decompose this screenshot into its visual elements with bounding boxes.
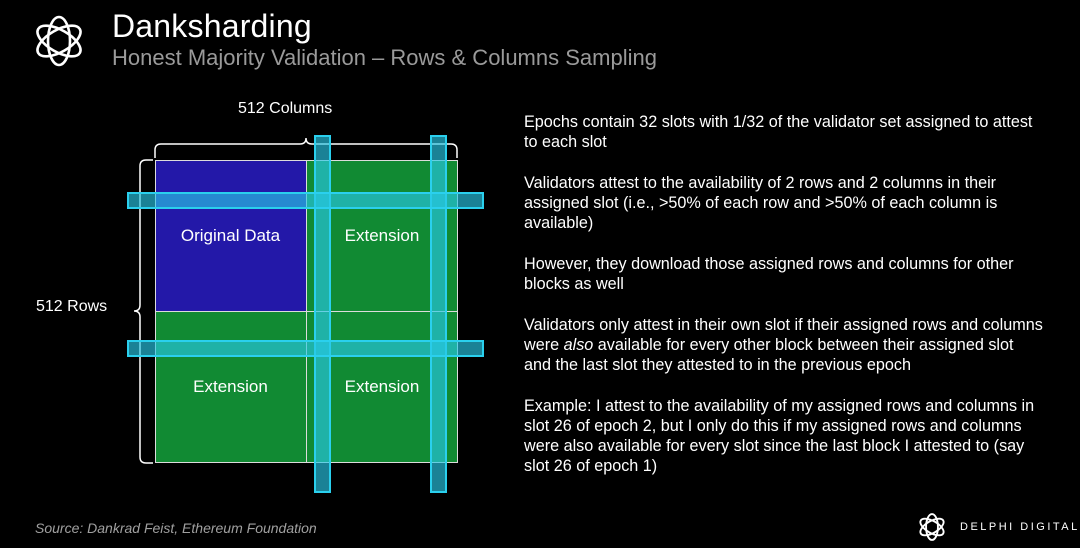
paragraph-epochs: Epochs contain 32 slots with 1/32 of the… <box>524 113 1033 151</box>
paragraph-own-slot-part1: Validators only attest in their own slot… <box>524 316 1043 354</box>
paragraph-attest-rows-columns: Validators attest to the availability of… <box>524 174 998 232</box>
delphi-footer-logo-icon <box>919 513 945 541</box>
page-subtitle: Honest Majority Validation – Rows & Colu… <box>112 45 657 70</box>
paragraph-own-slot-emphasis: also <box>563 336 594 354</box>
sampled-row-1 <box>127 192 484 209</box>
columns-label: 512 Columns <box>238 100 333 117</box>
rows-brace <box>133 159 153 464</box>
brand-name: DELPHI DIGITAL <box>960 521 1080 533</box>
sampled-row-2 <box>127 340 484 357</box>
delphi-logo-icon <box>36 15 82 67</box>
sampled-column-2 <box>430 135 447 493</box>
rows-label: 512 Rows <box>36 298 108 315</box>
dimension-braces <box>133 137 458 464</box>
paragraph-own-slot: Validators only attest in their own slot… <box>524 315 1044 375</box>
columns-brace <box>154 137 458 158</box>
paragraph-example: Example: I attest to the availability of… <box>524 397 1035 475</box>
sampled-column-1 <box>314 135 331 493</box>
data-matrix-diagram: 512 Columns 512 Rows Original Data Exten… <box>0 0 500 548</box>
original-data-quadrant: Original Data <box>155 160 306 311</box>
brand-footer: DELPHI DIGITAL <box>912 508 1080 546</box>
paragraph-download: However, they download those assigned ro… <box>524 255 1014 293</box>
explanation-text: Epochs contain 32 slots with 1/32 of the… <box>524 112 1044 497</box>
matrix-divider-horizontal <box>155 311 458 312</box>
extension-quadrant-bottom-left: Extension <box>155 311 306 463</box>
paragraph-own-slot-part2: available for every other block between … <box>524 336 1014 374</box>
page-title: Danksharding <box>112 8 312 44</box>
source-citation: Source: Dankrad Feist, Ethereum Foundati… <box>35 520 317 536</box>
